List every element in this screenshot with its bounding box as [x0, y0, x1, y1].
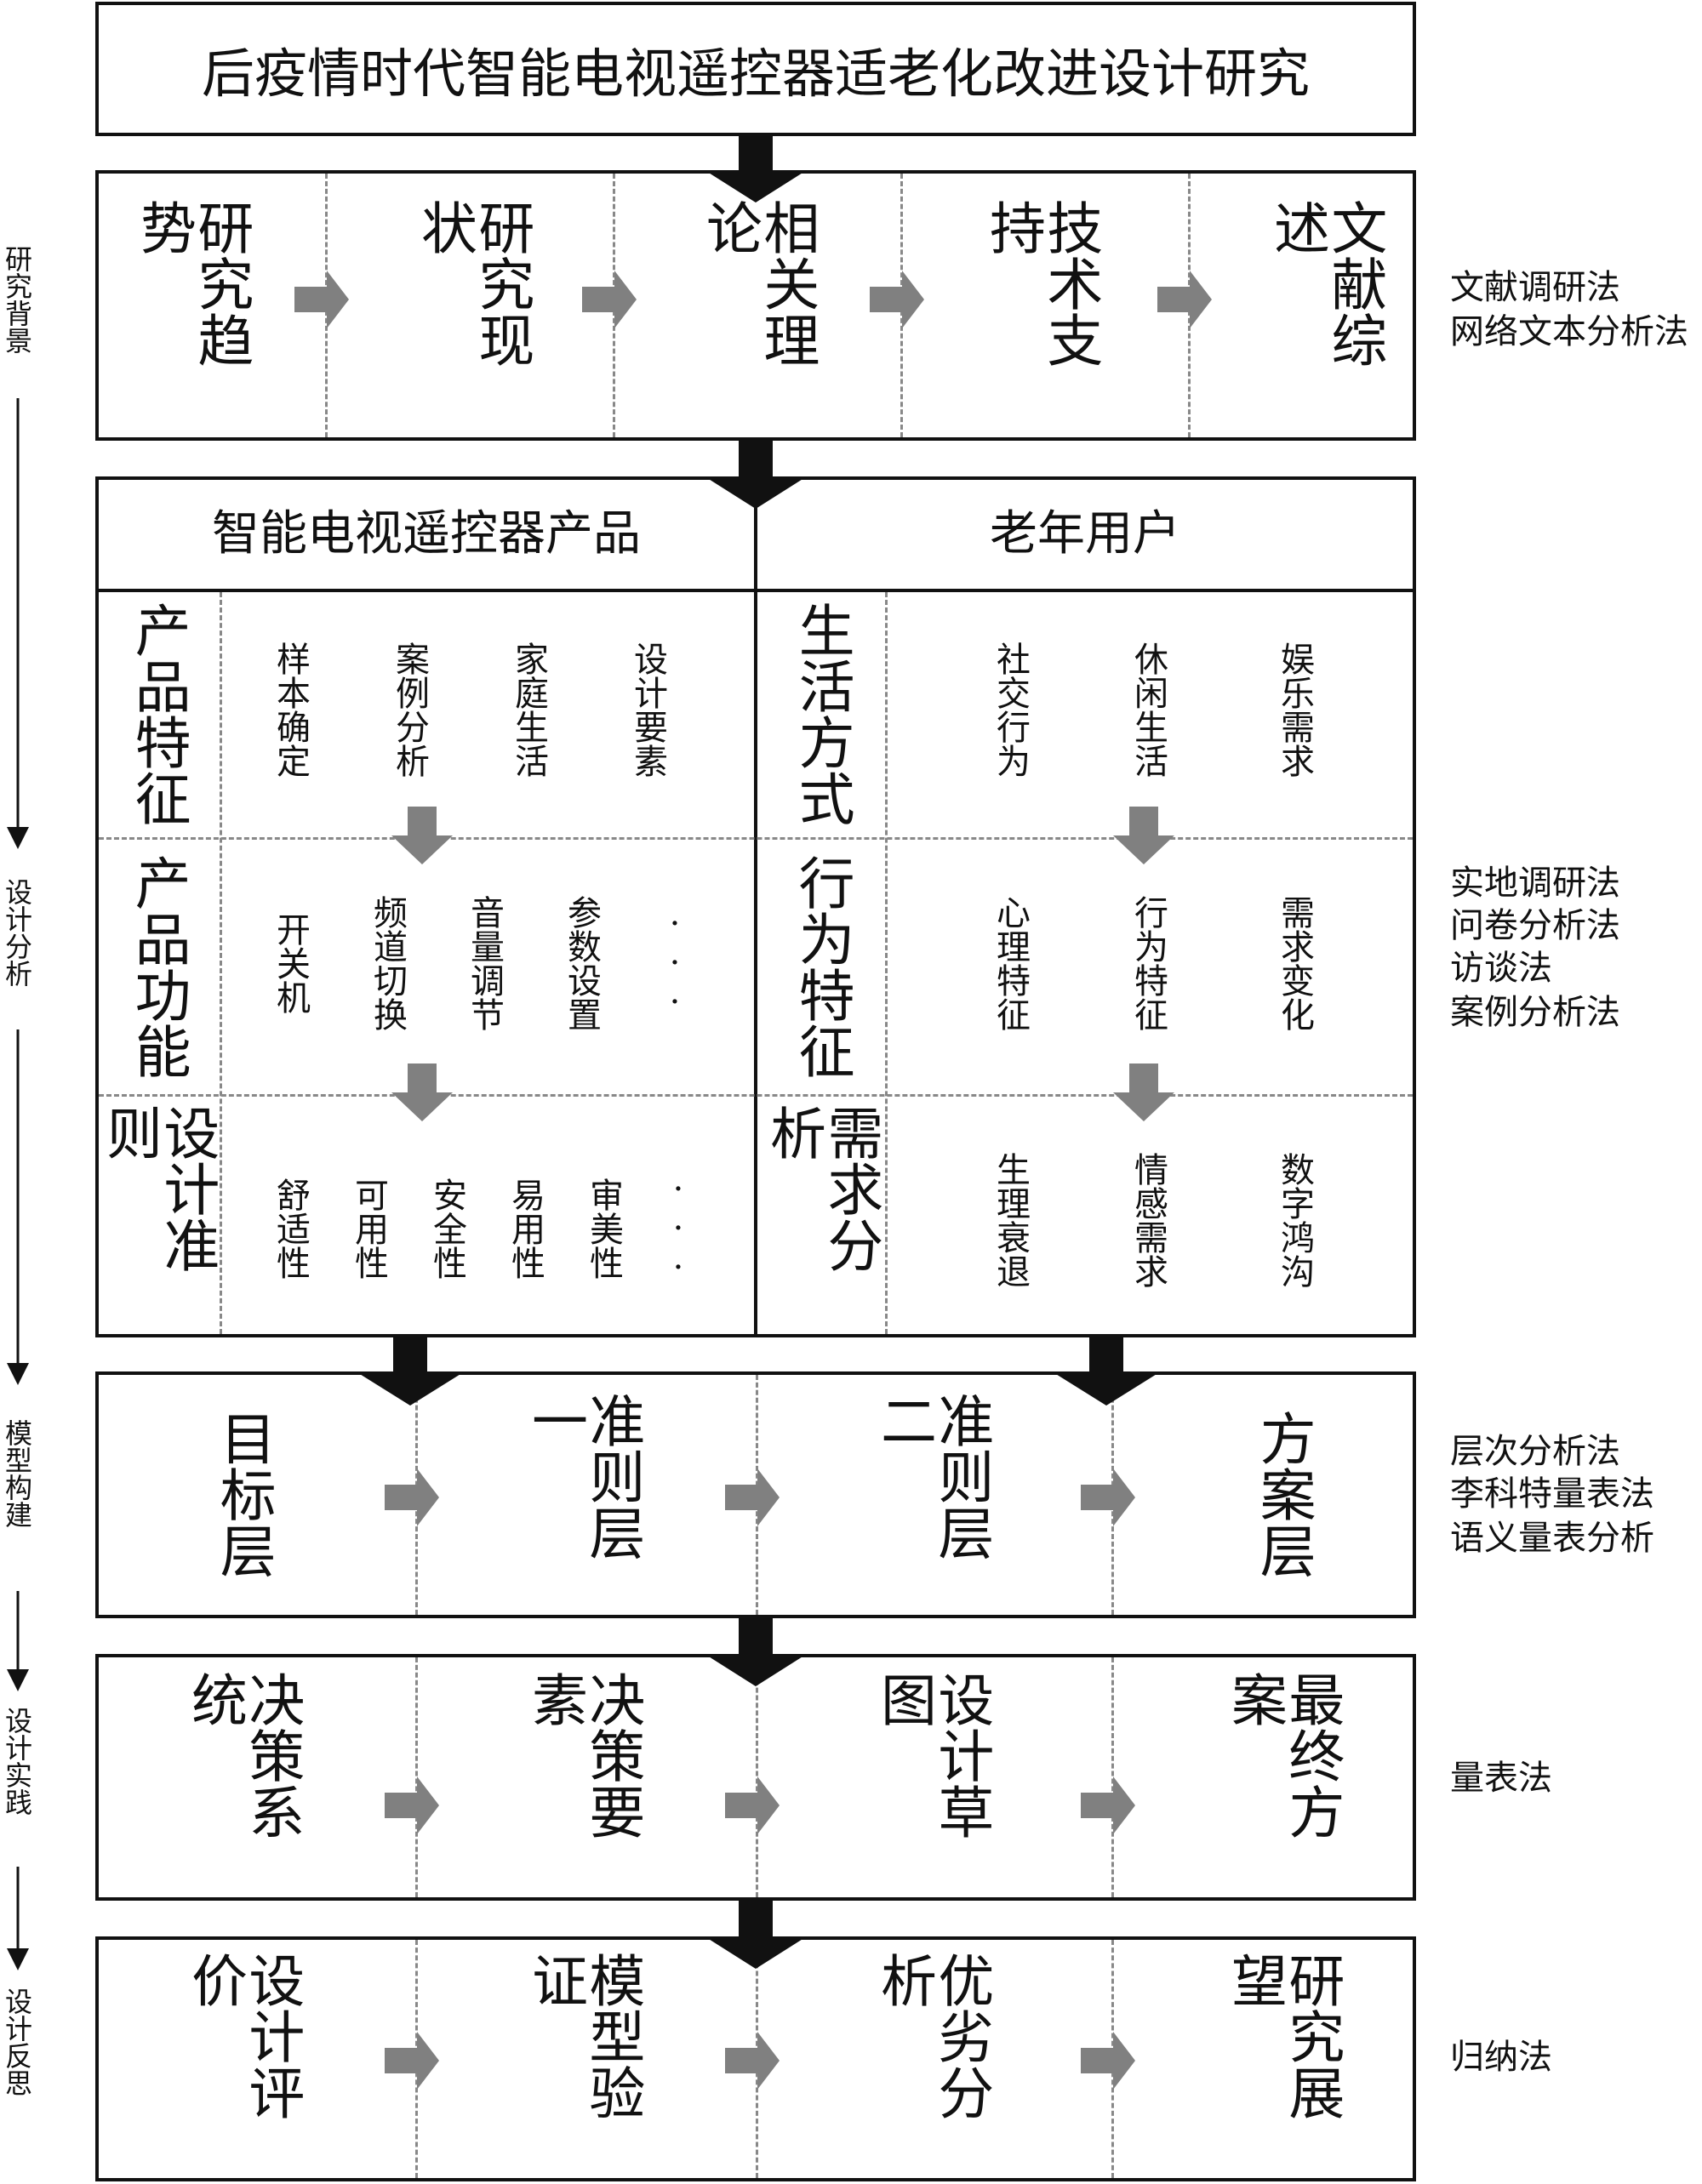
right-item: 数字鸿沟	[1275, 1152, 1314, 1288]
right-item: 休闲生活	[1128, 642, 1168, 778]
method-label: 访谈法	[1450, 949, 1552, 988]
left-item: 家庭生活	[509, 642, 548, 778]
divider	[99, 1094, 1413, 1097]
flow-arrow-icon	[385, 1468, 439, 1526]
left-item: 参数设置	[562, 895, 601, 1031]
timeline-arrow-icon	[7, 827, 29, 849]
down-arrow-title	[705, 136, 807, 202]
method-label: 李科特量表法	[1450, 1474, 1654, 1514]
left-section-label: 产品特征	[125, 602, 191, 826]
flow-arrow-icon	[385, 2032, 439, 2090]
row4-item: 最终方案	[1222, 1671, 1345, 1839]
left-item: 安全性	[427, 1178, 466, 1280]
right-item: 需求变化	[1275, 895, 1314, 1031]
left-item-ellipsis: ···	[659, 1170, 698, 1287]
left-section-label: 产品功能	[125, 854, 191, 1079]
flow-arrow-icon	[1081, 2032, 1135, 2090]
diagram-title: 后疫情时代智能电视遥控器适老化改进设计研究	[201, 43, 1310, 105]
divider	[99, 837, 1413, 840]
flow-arrow-icon	[1157, 271, 1212, 328]
method-label: 实地调研法	[1450, 864, 1620, 903]
flow-arrow-icon	[391, 1063, 453, 1121]
down-arrow-row3	[705, 1618, 807, 1686]
phase-label: 研究背景	[1, 245, 33, 354]
left-item: 案例分析	[390, 642, 429, 778]
row2-box: 智能电视遥控器产品 老年用户 产品特征 产品功能 设计准则 生活方式 行为特征 …	[95, 476, 1416, 1337]
phase-label: 设计分析	[1, 878, 33, 987]
divider	[1111, 1657, 1114, 1897]
flow-arrow-icon	[1113, 1063, 1174, 1121]
phase-label: 模型构建	[1, 1419, 33, 1528]
right-item: 生理衰退	[991, 1152, 1030, 1288]
flow-arrow-icon	[1081, 1468, 1135, 1526]
divider	[885, 592, 888, 1334]
method-label: 文献调研法	[1450, 268, 1620, 307]
left-item: 音量调节	[465, 895, 504, 1031]
flow-arrow-icon	[870, 271, 924, 328]
right-item: 情感需求	[1128, 1152, 1168, 1288]
divider	[415, 1657, 418, 1897]
method-label: 归纳法	[1450, 2038, 1552, 2077]
left-item: 易用性	[505, 1178, 545, 1280]
row3-item: 目标层	[210, 1410, 277, 1578]
flow-arrow-icon	[725, 2032, 780, 2090]
center-divider	[754, 480, 757, 1334]
down-arrow-row4	[705, 1901, 807, 1969]
phase-label: 设计反思	[1, 1987, 33, 2096]
flow-arrow-icon	[725, 1776, 780, 1834]
method-label: 网络文本分析法	[1450, 312, 1688, 351]
left-item: 频道切换	[368, 895, 407, 1031]
method-label: 量表法	[1450, 1759, 1552, 1798]
method-label: 案例分析法	[1450, 993, 1620, 1032]
flow-arrow-icon	[294, 271, 349, 328]
flow-arrow-icon	[391, 807, 453, 864]
method-label: 语义量表分析	[1450, 1519, 1654, 1558]
timeline-arrow-icon	[7, 1669, 29, 1691]
flow-arrow-icon	[1113, 807, 1174, 864]
left-item: 舒适性	[271, 1178, 310, 1280]
left-header: 智能电视遥控器产品	[212, 505, 641, 562]
flow-arrow-icon	[725, 1468, 780, 1526]
right-item: 行为特征	[1128, 895, 1168, 1031]
divider	[756, 1657, 758, 1897]
phase-label: 设计实践	[1, 1707, 33, 1816]
down-arrow-left	[356, 1337, 465, 1406]
left-item: 可用性	[349, 1178, 388, 1280]
right-item: 心理特征	[991, 895, 1030, 1031]
right-header: 老年用户	[990, 505, 1180, 562]
title-box: 后疫情时代智能电视遥控器适老化改进设计研究	[95, 2, 1416, 136]
timeline-arrow-icon	[7, 1948, 29, 1970]
left-item-ellipsis: ···	[655, 904, 694, 1022]
method-label: 层次分析法	[1450, 1432, 1620, 1471]
row3-item: 方案层	[1250, 1410, 1316, 1578]
flow-arrow-icon	[385, 1776, 439, 1834]
flow-arrow-icon	[1081, 1776, 1135, 1834]
down-arrow-row1	[705, 441, 807, 509]
right-item: 娱乐需求	[1275, 642, 1314, 778]
divider	[220, 592, 222, 1334]
down-arrow-right	[1052, 1337, 1161, 1406]
right-section-label: 生活方式	[789, 602, 855, 826]
left-item: 设计要素	[628, 642, 667, 778]
right-item: 社交行为	[991, 642, 1030, 778]
method-label: 问卷分析法	[1450, 906, 1620, 945]
flow-arrow-icon	[582, 271, 637, 328]
right-section-label: 行为特征	[789, 854, 855, 1079]
left-item: 开关机	[271, 912, 310, 1014]
left-item: 审美性	[584, 1178, 623, 1280]
timeline-arrow-icon	[7, 1363, 29, 1385]
left-item: 样本确定	[271, 642, 310, 778]
